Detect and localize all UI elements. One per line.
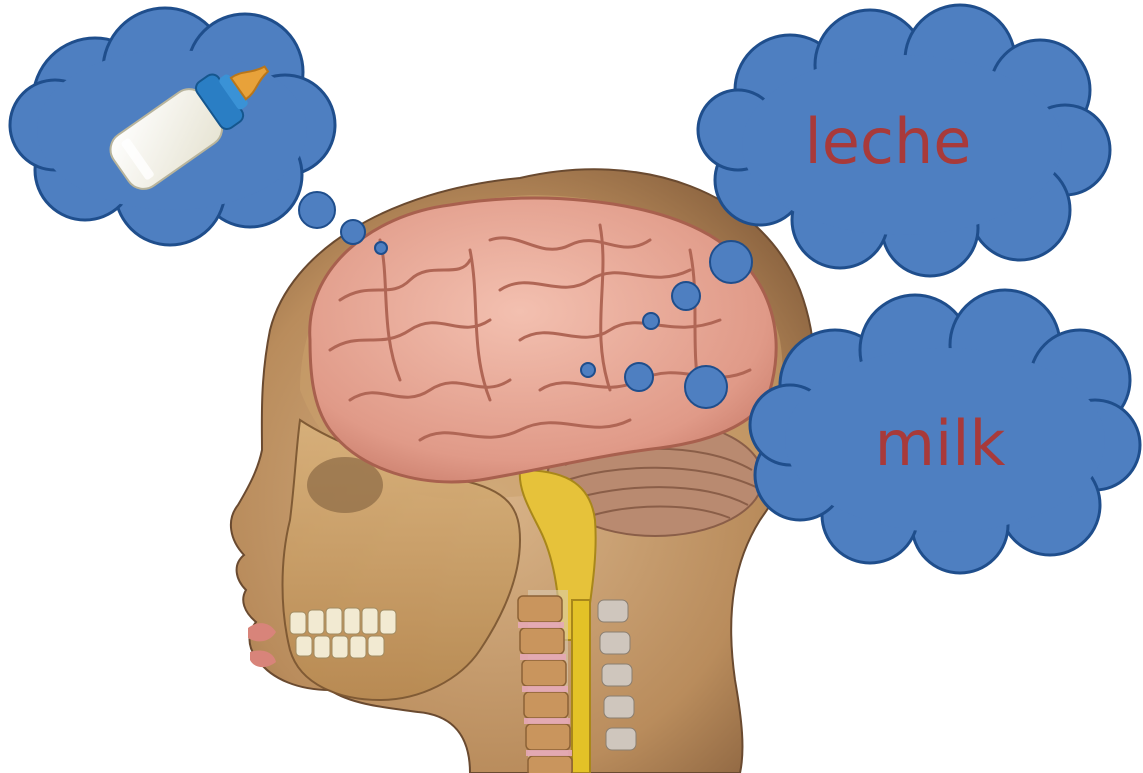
spinal-column [518,590,636,773]
word-english: milk [875,407,1006,480]
word-spanish: leche [805,105,972,178]
